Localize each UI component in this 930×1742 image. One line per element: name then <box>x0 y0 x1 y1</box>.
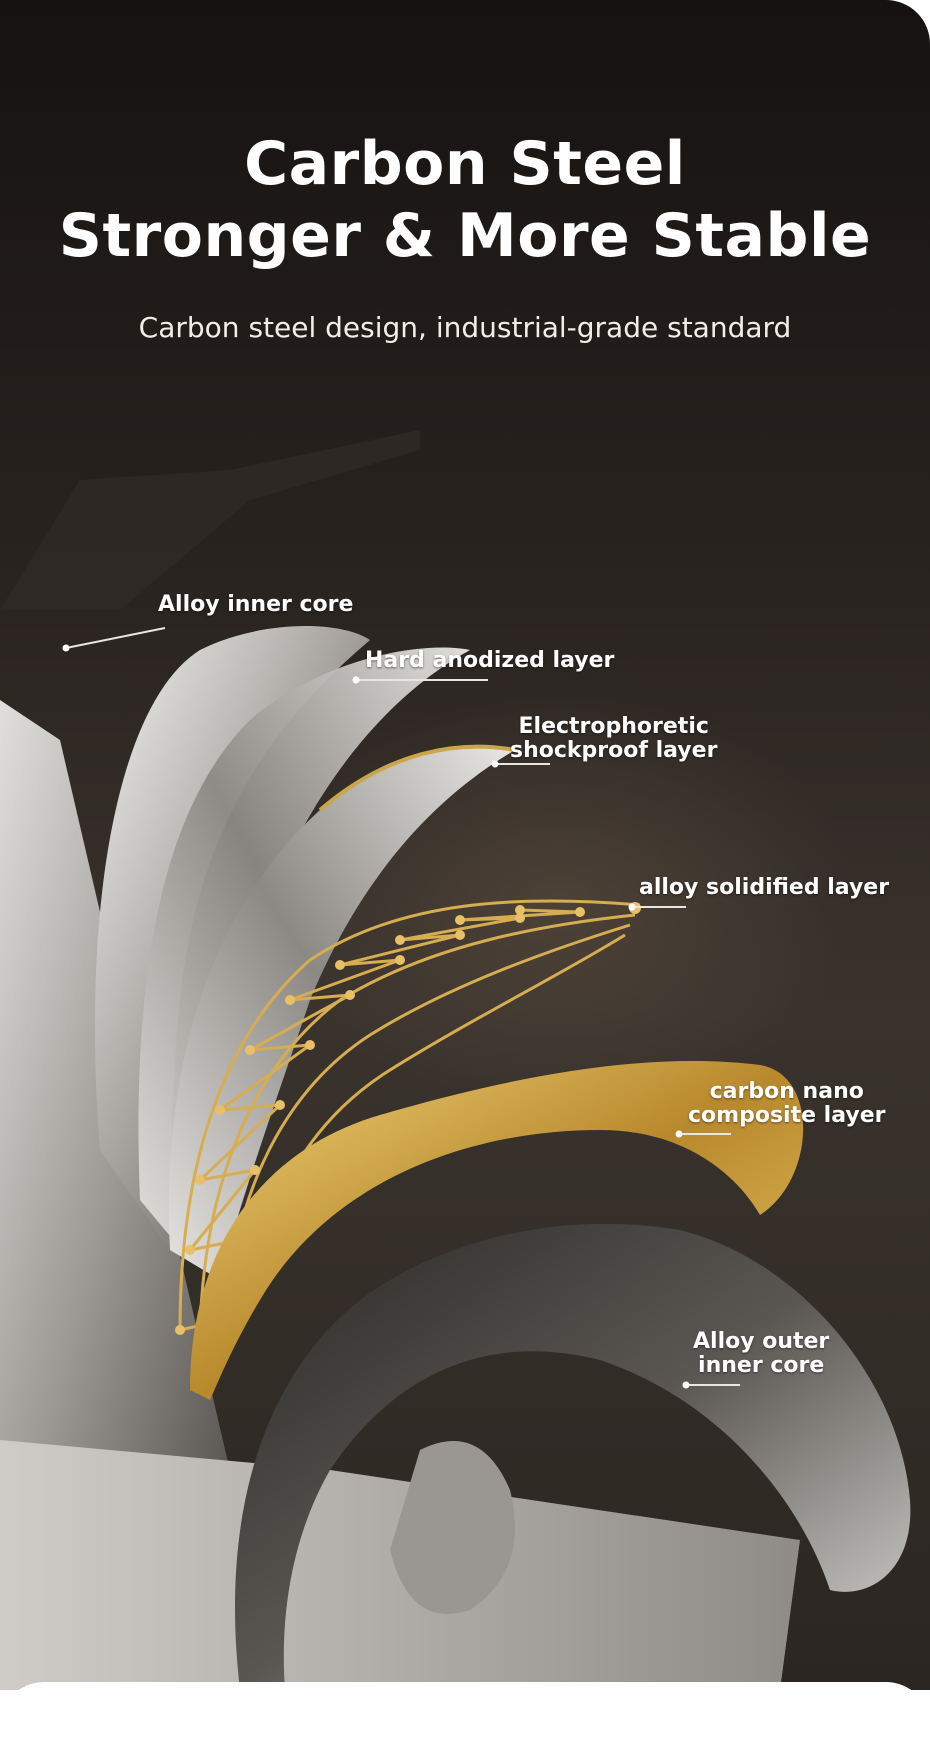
label-hard-anodized: Hard anodized layer <box>365 648 615 673</box>
leaf-electrophoretic <box>168 746 516 1280</box>
label-carbon-nano-line1: carbon nano <box>709 1079 864 1104</box>
leaf-carbon-nano <box>190 1061 804 1400</box>
label-electrophoretic-line1: Electrophoretic <box>518 714 709 739</box>
label-alloy-outer-line1: Alloy outer <box>693 1329 830 1354</box>
leaf-alloy-outer <box>235 1223 911 1690</box>
title-line-1: Carbon Steel <box>244 129 686 199</box>
frame-left-arm <box>0 700 260 1690</box>
page-title: Carbon Steel Stronger & More Stable <box>0 128 930 272</box>
leaf-electrophoretic-edge <box>318 744 516 812</box>
leader-dots <box>62 644 690 1389</box>
leaf-hard-anodized <box>138 647 470 1260</box>
base-knob <box>390 1441 515 1614</box>
label-electrophoretic-line2: shockproof layer <box>510 738 718 763</box>
page-subtitle: Carbon steel design, industrial-grade st… <box>138 311 792 344</box>
label-carbon-nano: carbon nano composite layer <box>688 1080 886 1128</box>
label-electrophoretic: Electrophoretic shockproof layer <box>510 715 717 763</box>
leader-alloy-inner-core <box>65 627 166 649</box>
label-alloy-outer-line2: inner core <box>698 1353 825 1378</box>
next-section-card <box>0 1682 930 1742</box>
layer-illustration <box>0 430 911 1690</box>
label-carbon-nano-line2: composite layer <box>688 1103 886 1128</box>
title-line-2: Stronger & More Stable <box>58 201 872 271</box>
frame-back-silhouette <box>0 430 420 610</box>
label-alloy-inner-core: Alloy inner core <box>158 592 354 617</box>
label-alloy-solidified: alloy solidified layer <box>639 875 890 900</box>
leader-lines <box>65 627 740 1386</box>
label-alloy-outer: Alloy outer inner core <box>693 1330 829 1378</box>
hero-panel: Carbon Steel Stronger & More Stable Carb… <box>0 0 930 1690</box>
